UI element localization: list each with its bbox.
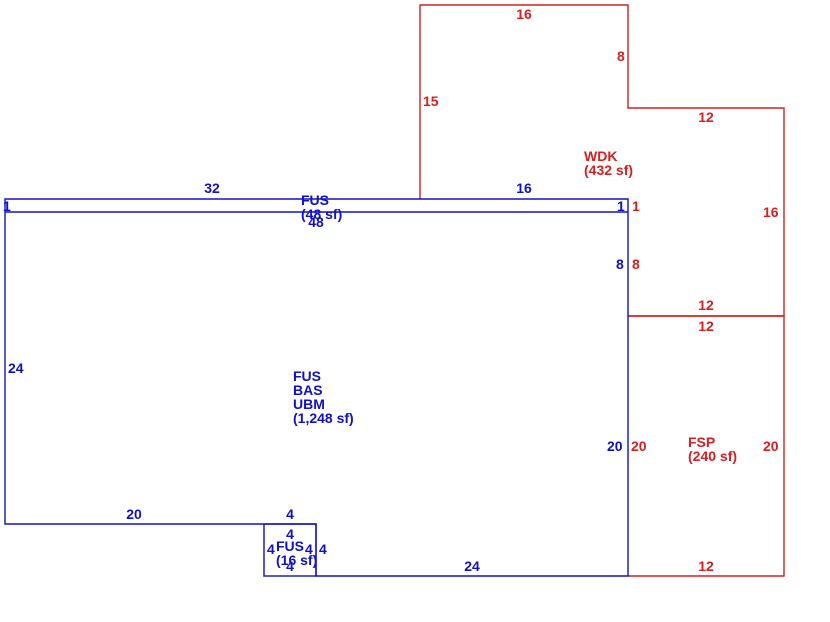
dim-house-right-lower: 20 (607, 438, 623, 454)
label-porch-code: FSP (688, 434, 715, 450)
label-bump-area: (16 sf) (276, 552, 317, 568)
house-outline (4, 198, 629, 577)
dim-house-bottom-right: 24 (464, 558, 480, 574)
dim-strip-left: 1 (3, 198, 11, 214)
dim-house-top-right: 16 (516, 180, 532, 196)
dim-porch-left: 20 (631, 438, 647, 454)
dim-bump-right: 4 (319, 541, 327, 557)
dim-house-left: 24 (8, 360, 24, 376)
dim-strip-bottom: 48 (308, 214, 324, 230)
dim-house-right-upper: 8 (616, 256, 624, 272)
label-deck-area: (432 sf) (584, 162, 633, 178)
label-porch-area: (240 sf) (688, 448, 737, 464)
dim-strip-right: 1 (617, 198, 625, 214)
dim-porch-top: 12 (698, 318, 714, 334)
dim-deck-top: 16 (516, 6, 532, 22)
label-deck-code: WDK (584, 148, 617, 164)
dim-deck-strip-right: 1 (632, 198, 640, 214)
porch-outline (628, 315, 785, 577)
label-house-area: (1,248 sf) (293, 410, 354, 426)
dim-deck-bottom: 12 (698, 297, 714, 313)
dim-bump-top: 4 (286, 506, 294, 522)
dim-deck-left: 15 (423, 93, 439, 109)
dim-bump-right-inner: 4 (305, 541, 313, 557)
dim-deck-step: 8 (617, 48, 625, 64)
dim-deck-lower-left: 8 (632, 256, 640, 272)
dim-porch-bottom: 12 (698, 558, 714, 574)
label-strip-code: FUS (301, 192, 329, 208)
dim-deck-upper-right-top: 12 (698, 109, 714, 125)
dim-porch-right: 20 (763, 438, 779, 454)
dim-bump-top-inner: 4 (286, 526, 294, 542)
dim-bump-left: 4 (267, 541, 275, 557)
label-strip-area: (48 sf) (301, 206, 342, 222)
label-house-code-1: FUS (293, 368, 321, 384)
label-house-code-3: UBM (293, 396, 325, 412)
dim-house-top-left: 32 (204, 180, 220, 196)
dim-bump-bottom: 4 (286, 558, 294, 574)
dim-deck-right: 16 (763, 204, 779, 220)
label-bump-code: FUS (276, 538, 304, 554)
label-house-code-2: BAS (293, 382, 323, 398)
dim-house-bottom-left: 20 (126, 506, 142, 522)
